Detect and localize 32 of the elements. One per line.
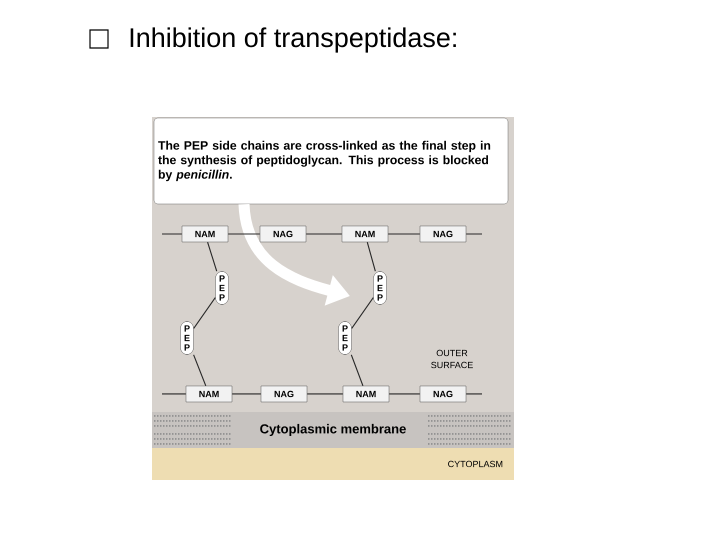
chain-line [388, 233, 420, 235]
chain-line [162, 233, 182, 235]
chain-line [307, 393, 343, 395]
chain-line [466, 393, 482, 395]
chain-line [389, 393, 420, 395]
sugar-box: NAG [420, 226, 466, 242]
sugar-box: NAM [186, 386, 232, 402]
peptide-chain: P E P [215, 271, 229, 305]
sugar-box: NAM [342, 226, 388, 242]
sugar-box: NAG [420, 386, 466, 402]
sugar-box: NAG [260, 226, 306, 242]
chain-line [306, 233, 342, 235]
chain-line [466, 233, 482, 235]
title: Inhibition of transpeptidase: [130, 27, 456, 53]
chain-line [232, 393, 261, 395]
chain-line [193, 354, 206, 386]
sugar-box: NAG [260, 386, 308, 402]
region-label: OUTER SURFACE [431, 350, 473, 368]
chain-line [228, 233, 260, 235]
chain-line [162, 393, 186, 395]
callout-box: The PEP side chains are cross-linked as the final step in the synthesis of peptidoglycan. This process is blocked by penicillin. [154, 118, 508, 204]
chain-line [350, 354, 364, 386]
chain-line [351, 297, 374, 329]
sugar-box: NAM [342, 386, 390, 402]
cytoplasm-band: CYTOPLASM [152, 448, 514, 480]
peptide-chain: P E P [180, 321, 194, 355]
peptide-chain: P E P [338, 321, 352, 355]
chain-line [207, 242, 218, 272]
chain-line [193, 297, 216, 329]
chain-line [366, 242, 376, 272]
peptide-chain: P E P [373, 271, 387, 305]
sugar-box: NAM [182, 226, 228, 242]
